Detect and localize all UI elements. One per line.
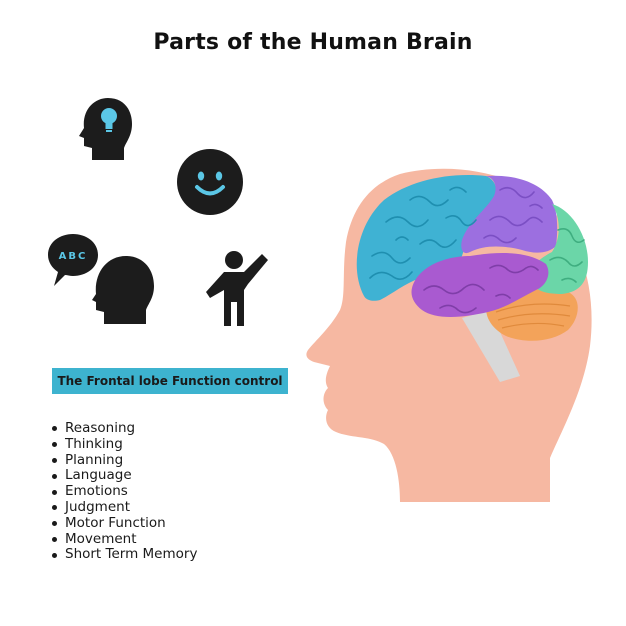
- bullet-icon: [52, 489, 57, 495]
- list-item: Thinking: [50, 436, 197, 453]
- list-item: Planning: [50, 452, 197, 469]
- list-item: Language: [50, 468, 197, 484]
- function-list: Reasoning Thinking Planning Language Emo…: [50, 420, 197, 563]
- frontal-lobe-banner: The Frontal lobe Function control: [52, 368, 288, 394]
- bullet-icon: [52, 521, 57, 527]
- parietal-lobe: [461, 175, 558, 254]
- bullet-icon: [52, 426, 57, 432]
- speaking-head-icon: ABC: [48, 234, 154, 324]
- temporal-folds: [423, 264, 539, 314]
- speech-bubble-text: ABC: [59, 251, 88, 262]
- bullet-icon: [52, 536, 57, 542]
- frontal-folds: [369, 186, 477, 280]
- bullet-icon: [52, 457, 57, 463]
- smiley-face-icon: [177, 149, 243, 215]
- occipital-folds: [549, 228, 585, 283]
- temporal-lobe: [411, 253, 549, 317]
- list-item: Short Term Memory: [50, 547, 197, 563]
- parietal-folds: [483, 186, 543, 244]
- brainstem: [462, 310, 520, 382]
- list-item: Judgment: [50, 499, 197, 516]
- frontal-lobe: [356, 175, 497, 301]
- list-item: Reasoning: [50, 420, 197, 437]
- banner-text: The Frontal lobe Function control: [57, 374, 283, 388]
- head-lightbulb-icon: [79, 98, 132, 160]
- list-item: Emotions: [50, 483, 197, 500]
- page-title: Parts of the Human Brain: [153, 30, 473, 55]
- bullet-icon: [52, 505, 57, 511]
- bullet-icon: [52, 552, 57, 558]
- person-waving-icon: [206, 251, 268, 326]
- bullet-icon: [52, 473, 57, 479]
- cerebellum-folds: [495, 303, 571, 329]
- bullet-icon: [52, 442, 57, 448]
- list-item: Movement: [50, 531, 197, 548]
- list-item: Motor Function: [50, 515, 197, 532]
- head-brain-illustration: [306, 168, 592, 502]
